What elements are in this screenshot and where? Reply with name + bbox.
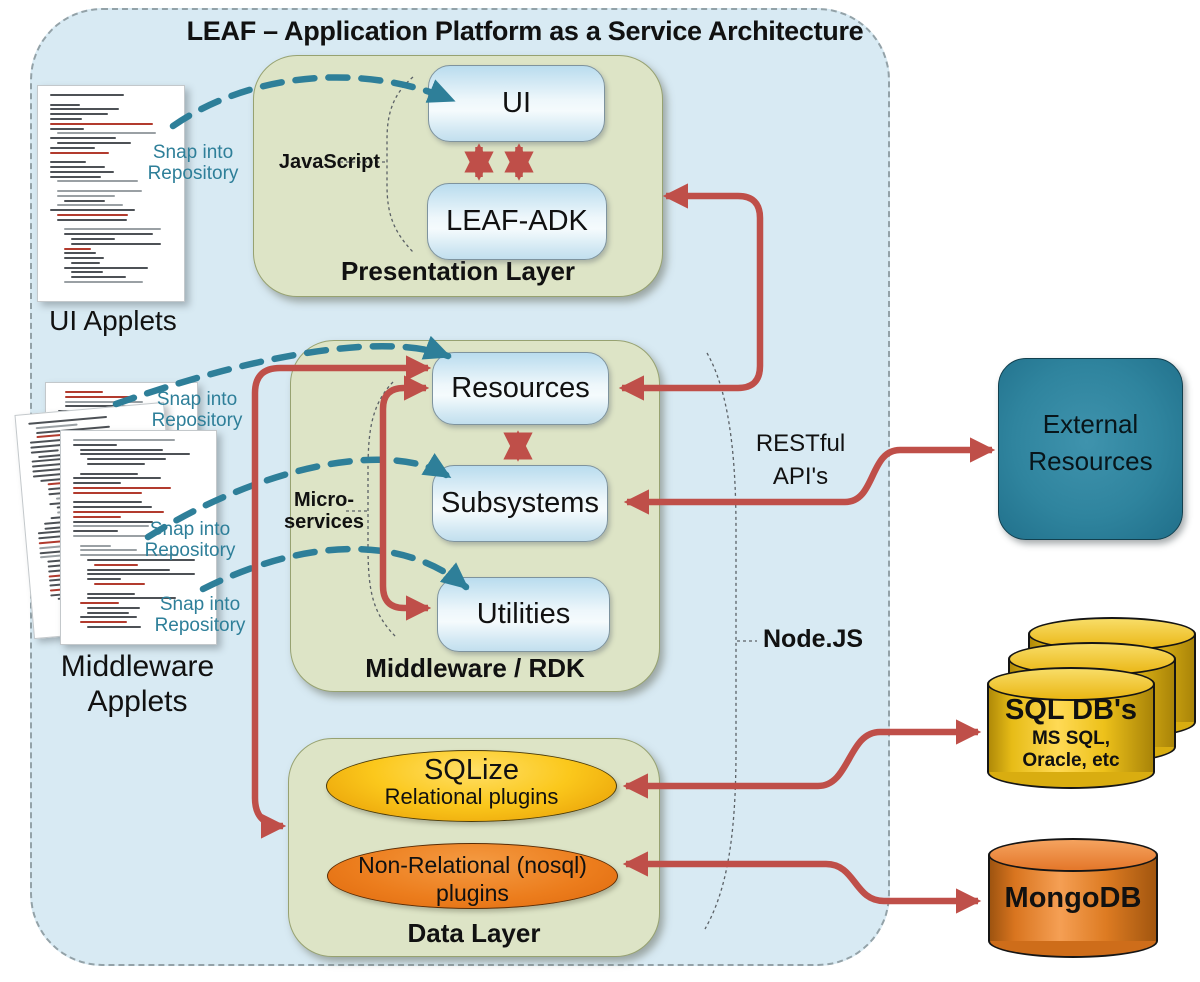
restful-api-annotation: RESTful API's [755, 430, 846, 490]
external-resources-box: External Resources [998, 358, 1183, 540]
presentation-layer-label: Presentation Layer [340, 256, 576, 286]
snap-label-ui: Snap into Repository [147, 142, 239, 184]
microservices-annotation: Micro- services [283, 489, 365, 533]
diagram-title: LEAF – Application Platform as a Service… [186, 16, 864, 46]
mongodb-cylinder: MongoDB [988, 838, 1158, 958]
snap-label-utilities: Snap into Repository [154, 594, 246, 636]
sqldb-cylinder-front: SQL DB's MS SQL, Oracle, etc [987, 667, 1155, 789]
ui-applets-label: UI Applets [49, 305, 177, 336]
mongodb-label: MongoDB [1004, 882, 1142, 914]
ui-applet-code-page [37, 85, 185, 302]
snap-label-resources: Snap into Repository [151, 389, 243, 431]
subsystems-box: Subsystems [432, 465, 608, 542]
snap-label-subsystems: Snap into Repository [144, 519, 236, 561]
leaf-adk-box: LEAF-ADK [427, 183, 607, 260]
sqlize-ellipse: SQLize Relational plugins [326, 750, 617, 822]
utilities-box: Utilities [437, 577, 610, 652]
javascript-annotation: JavaScript [278, 151, 380, 173]
ui-box: UI [428, 65, 605, 142]
sqldb-title: SQL DB's [1004, 694, 1138, 726]
sqldb-sub1: MS SQL, [1031, 728, 1111, 749]
nosql-ellipse: Non-Relational (nosql) plugins [327, 843, 618, 909]
middleware-applets-label: Middleware Applets [60, 650, 215, 718]
data-layer-label: Data Layer [407, 918, 541, 948]
sqldb-sub2: Oracle, etc [1022, 750, 1120, 771]
nodejs-annotation: Node.JS [763, 625, 864, 653]
resources-box: Resources [432, 352, 609, 425]
middleware-layer-label: Middleware / RDK [365, 653, 585, 683]
